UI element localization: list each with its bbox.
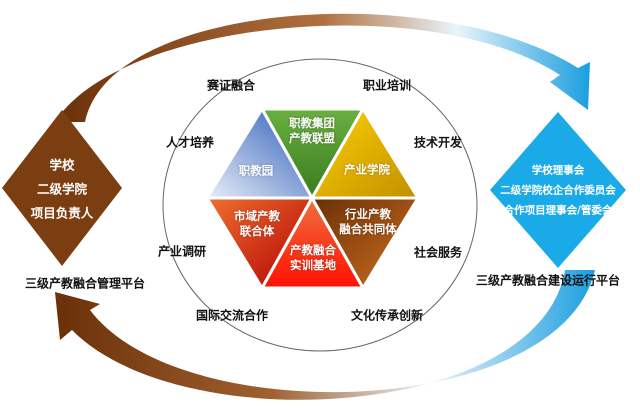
function-label: 赛证融合 bbox=[206, 78, 256, 93]
hex-label-vocational-park: 职教园 bbox=[238, 163, 274, 178]
outer-circle bbox=[162, 58, 478, 352]
function-label: 国际交流合作 bbox=[195, 308, 269, 323]
function-label: 技术开发 bbox=[413, 135, 463, 150]
hexagon bbox=[204, 106, 421, 291]
left-platform-items: 学校二级学院项目负责人 bbox=[30, 157, 94, 221]
right-diamond bbox=[490, 112, 626, 268]
function-label: 产业调研 bbox=[157, 244, 207, 259]
function-label: 人才培养 bbox=[165, 135, 215, 150]
function-label: 文化传承创新 bbox=[350, 308, 424, 323]
top-cycle-arrow bbox=[55, 13, 590, 122]
hex-label-industry-college: 产业学院 bbox=[344, 162, 390, 177]
left-platform-caption: 三级产教融合管理平台 bbox=[24, 276, 146, 291]
hex-segment-top-left bbox=[204, 106, 315, 200]
hex-label-vocational-group: 职教集团产教联盟 bbox=[289, 116, 335, 145]
right-platform-caption: 三级产教融合建设运行平台 bbox=[475, 273, 621, 288]
function-label: 职业培训 bbox=[362, 78, 412, 93]
left-diamond bbox=[2, 110, 122, 266]
hex-label-industry-community: 行业产教融合共同体 bbox=[339, 207, 397, 236]
hex-label-training-base: 产教融合实训基地 bbox=[290, 243, 336, 272]
function-label: 社会服务 bbox=[413, 245, 463, 260]
right-platform-items: 学校理事会二级学院校企合作委员会合作项目理事会/管委会 bbox=[500, 164, 616, 217]
hex-label-city-consortium: 市域产教联合体 bbox=[234, 209, 280, 238]
